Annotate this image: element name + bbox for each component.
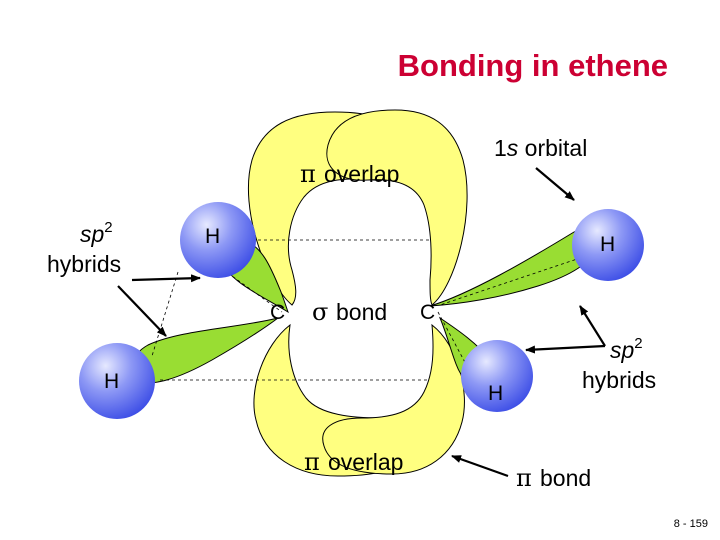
hydrogen-top-right-label: H — [600, 233, 615, 256]
arrow-1s-orbital — [535, 167, 575, 201]
carbon-left-label: C — [270, 301, 285, 324]
hydrogen-top-right-orbital — [572, 209, 644, 281]
hydrogen-top-left-label: H — [205, 225, 220, 248]
hydrogen-bottom-right-orbital — [461, 340, 533, 412]
hybrids-left-label: hybrids — [47, 251, 121, 277]
arrow-sp2-left-to-lower-hybrid — [117, 285, 167, 337]
page-title: Bonding in ethene — [398, 48, 668, 83]
pi-overlap-bottom-label: overlap — [328, 449, 403, 475]
pi-symbol-top: π — [300, 160, 316, 188]
sigma-symbol: σ — [312, 298, 328, 326]
sp2-right-label: sp2 — [610, 335, 643, 363]
hydrogen-top-left-orbital — [180, 202, 256, 278]
hydrogen-bottom-left-label: H — [104, 370, 119, 393]
annotation-arrows — [117, 167, 606, 478]
pi-symbol-bond: π — [516, 464, 532, 492]
sigma-bond-label: bond — [336, 299, 387, 325]
sp2-left-label: sp2 — [80, 219, 113, 247]
pi-overlap-top-label: overlap — [324, 161, 399, 187]
pi-symbol-bottom: π — [304, 448, 320, 476]
p-orbital-top-right-lobe — [326, 109, 468, 306]
carbon-right-label: C — [420, 301, 435, 324]
arrow-sp2-right — [579, 305, 606, 347]
hybrids-right-label: hybrids — [582, 367, 656, 393]
hydrogen-bottom-right-label: H — [488, 382, 503, 405]
arrow-sp2-right-lower — [525, 344, 606, 354]
arrow-sp2-left-to-upper-hybrid — [131, 274, 201, 283]
p-orbital-bottom-right-lobe — [322, 323, 465, 475]
one-s-orbital-label: 1s orbital — [494, 135, 587, 161]
page-number: 8 - 159 — [674, 518, 708, 530]
hydrogen-bottom-left-orbital — [79, 343, 155, 419]
pi-bond-label: bond — [540, 465, 591, 491]
arrow-pi-bond — [451, 454, 509, 478]
